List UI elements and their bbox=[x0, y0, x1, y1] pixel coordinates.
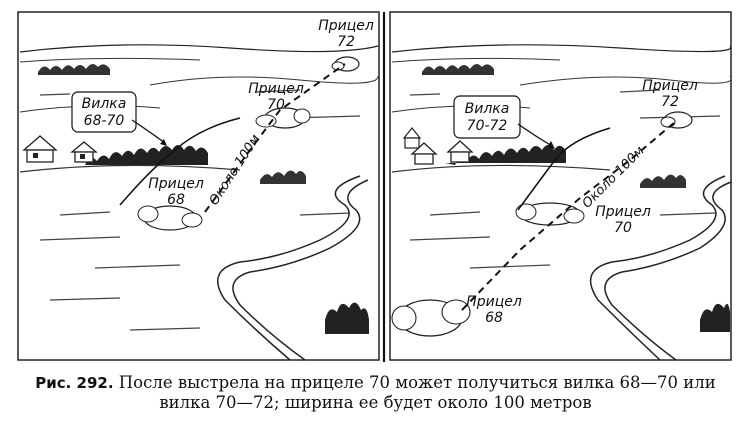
illustration-figure: Вилка 68-70 Прицел 72 Прицел 70 Прицел 6… bbox=[0, 0, 747, 370]
caption-line1: После выстрела на прицеле 70 может получ… bbox=[119, 373, 716, 392]
shell-burst-icon bbox=[332, 57, 359, 71]
distance-label: Около 100м bbox=[580, 143, 648, 211]
vilka-label-line2: 68-70 bbox=[84, 113, 125, 129]
sight-label-word: Прицел bbox=[248, 81, 304, 97]
caption-lead: Рис. 292. bbox=[35, 374, 113, 392]
vilka-label-line1: Вилка bbox=[82, 96, 127, 112]
sight-label-word: Прицел bbox=[595, 204, 651, 220]
shell-burst-icon bbox=[392, 300, 470, 336]
house-icon bbox=[404, 128, 420, 148]
shell-burst-icon bbox=[661, 112, 692, 128]
sight-label-word: Прицел bbox=[318, 18, 374, 34]
distance-label: Около 100м bbox=[207, 132, 264, 208]
sight-label-value: 70 bbox=[267, 97, 285, 113]
vilka-label-line2: 70-72 bbox=[467, 118, 508, 134]
house-icon bbox=[72, 142, 96, 162]
sight-label-value: 72 bbox=[661, 94, 679, 110]
panel-left: Вилка 68-70 Прицел 72 Прицел 70 Прицел 6… bbox=[18, 12, 379, 360]
sight-label-value: 72 bbox=[337, 34, 355, 50]
shell-burst-icon bbox=[138, 206, 202, 230]
house-icon bbox=[448, 141, 472, 162]
sight-label-word: Прицел bbox=[642, 78, 698, 94]
sight-label-word: Прицел bbox=[466, 294, 522, 310]
sight-label-value: 68 bbox=[485, 310, 503, 326]
vilka-label-line1: Вилка bbox=[465, 101, 510, 117]
house-icon bbox=[24, 136, 56, 162]
shell-burst-icon bbox=[516, 203, 584, 225]
sight-label-word: Прицел bbox=[148, 176, 204, 192]
caption-line2: вилка 70—72; ширина ее будет около 100 м… bbox=[159, 393, 591, 412]
sight-label-value: 68 bbox=[167, 192, 185, 208]
figure-caption: Рис. 292. После выстрела на прицеле 70 м… bbox=[18, 373, 733, 413]
sight-label-value: 70 bbox=[614, 220, 632, 236]
panel-right: Вилка 70-72 Прицел 72 Прицел 70 Прицел 6… bbox=[390, 12, 731, 360]
